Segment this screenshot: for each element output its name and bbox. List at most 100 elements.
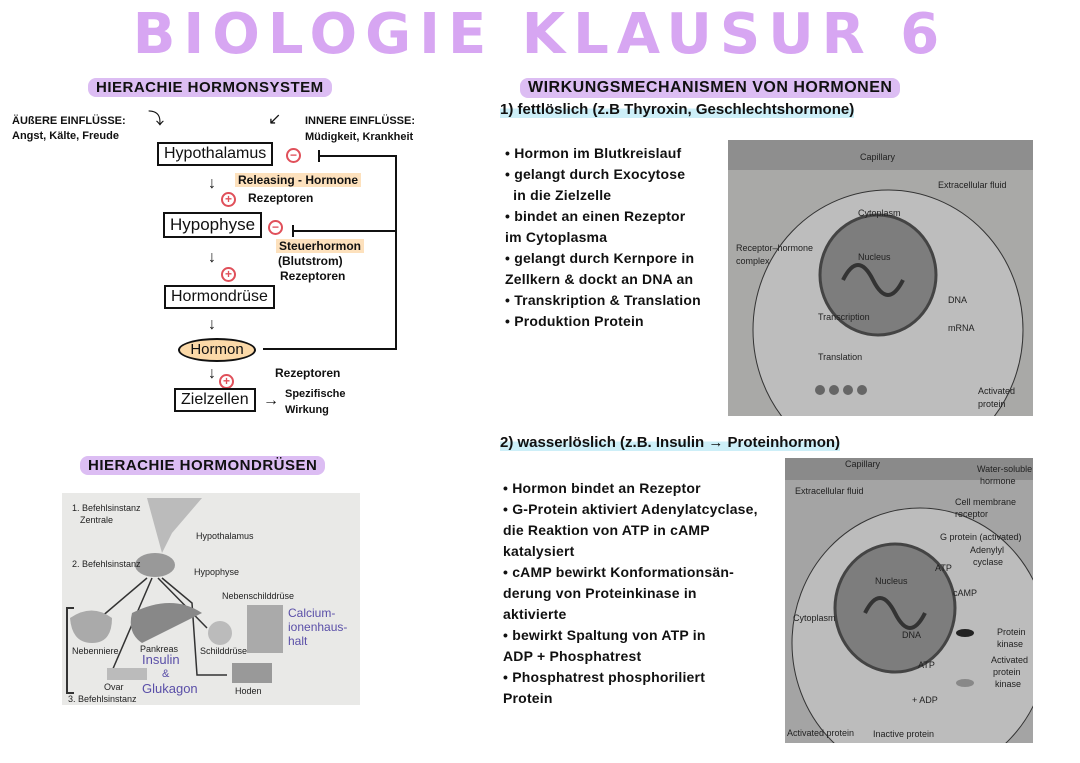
diagram-label: hormone <box>980 476 1016 486</box>
feedback-line <box>292 230 396 232</box>
diagram-label: Inactive protein <box>873 729 935 739</box>
label-releasing-hormone: Releasing - Hormone <box>235 173 362 187</box>
bullet: • bewirkt Spaltung von ATP in <box>503 627 706 643</box>
diagram-label: kinase <box>997 639 1024 649</box>
bullet: in die Zielzelle <box>505 187 612 203</box>
diagram-label: complex <box>736 256 770 266</box>
diagram-label: kinase <box>995 679 1022 689</box>
diagram-label: Activated <box>991 655 1029 665</box>
diagram-label: Nucleus <box>875 576 908 586</box>
bullet: • Phosphatrest phosphoriliert <box>503 669 706 685</box>
bullet: Zellkern & dockt an DNA an <box>505 271 694 287</box>
plus-icon: + <box>219 374 234 389</box>
diagram-label: protein <box>978 399 1006 409</box>
bullet: • Produktion Protein <box>505 313 644 329</box>
photo-label: Pankreas <box>140 644 179 654</box>
plus-icon: + <box>221 192 236 207</box>
bullet: • gelangt durch Exocytose <box>505 166 686 182</box>
bullet: derung von Proteinkinase in <box>503 585 697 601</box>
photo-label: Hypothalamus <box>196 531 254 541</box>
label-steuerhormon: Steuerhormon <box>276 239 365 253</box>
photo-label: Schilddrüse <box>200 646 248 656</box>
diagram-label: Nucleus <box>858 252 891 262</box>
diagram-label: DNA <box>948 295 968 305</box>
label-rezeptoren: Rezeptoren <box>275 366 341 380</box>
diagram-label: cyclase <box>973 557 1004 567</box>
section2-title: 2) wasserlöslich (z.B. Insulin → Protein… <box>500 434 841 451</box>
photo-label: Ovar <box>104 682 124 692</box>
bullet: im Cytoplasma <box>505 229 608 245</box>
note-insulin: Insulin <box>142 652 180 667</box>
bullet: • Hormon bindet an Rezeptor <box>503 480 701 496</box>
diagram-label: DNA <box>902 630 922 640</box>
inhibit-bar <box>292 225 294 237</box>
diagram-label: Water-soluble <box>977 464 1033 474</box>
node-hormondruese: Hormondrüse <box>164 285 275 309</box>
diagram-label: mRNA <box>948 323 975 333</box>
diagram-label: Transcription <box>818 312 870 322</box>
arrow-outer-icon: ⤵ <box>148 111 165 128</box>
label-blutstrom: (Blutstrom) <box>278 254 343 268</box>
diagram-label: receptor <box>955 509 989 519</box>
diagram-label: ATP <box>935 563 952 573</box>
section2-bullets: • Hormon bindet an Rezeptor • G-Protein … <box>503 478 758 709</box>
diagram-label: Capillary <box>860 152 896 162</box>
inner-influences-items: Müdigkeit, Krankheit <box>305 131 414 143</box>
lipid-soluble-diagram: Capillary Extracellular fluid Cytoplasm … <box>728 140 1033 416</box>
glands-illustration <box>66 498 283 694</box>
node-hypothalamus: Hypothalamus <box>157 142 274 166</box>
cell-illustration <box>785 458 1033 743</box>
bullet: • Transkription & Translation <box>505 292 701 308</box>
diagram-label: G protein (activated) <box>940 532 1022 542</box>
label-wirkung: Wirkung <box>285 404 329 416</box>
minus-icon: − <box>286 148 301 163</box>
diagram-label: Extracellular fluid <box>795 486 864 496</box>
node-hormon: Hormon <box>178 338 256 362</box>
photo-label: Nebenschilddrüse <box>222 591 295 601</box>
hormone-glands-photo: 1. Befehlsinstanz Zentrale Hypothalamus … <box>62 493 360 705</box>
photo-label: Hoden <box>235 686 262 696</box>
diagram-label: Receptor–hormone <box>736 243 814 253</box>
minus-icon: − <box>268 220 283 235</box>
bullet: ADP + Phosphatrest <box>503 648 642 664</box>
water-soluble-diagram: Capillary Water-soluble hormone Extracel… <box>785 458 1033 743</box>
node-hypophyse: Hypophyse <box>163 212 263 238</box>
arrow-inner-icon: ↙ <box>268 111 282 128</box>
diagram-label: Adenylyl <box>970 545 1005 555</box>
heading-hormonsystem: HIERACHIE HORMONSYSTEM <box>88 78 332 97</box>
bullet: • gelangt durch Kernpore in <box>505 250 695 266</box>
diagram-label: Extracellular fluid <box>938 180 1007 190</box>
section1-title: 1) fettlöslich (z.B Thyroxin, Geschlecht… <box>500 101 855 118</box>
cell-illustration <box>728 140 1033 416</box>
diagram-label: Cell membrane <box>955 497 1017 507</box>
inhibit-bar <box>318 150 320 162</box>
arrow-down-icon: ↓ <box>208 249 216 266</box>
arrow-down-icon: ↓ <box>208 175 216 192</box>
heading-hormondruesen: HIERACHIE HORMONDRÜSEN <box>80 456 326 475</box>
diagram-label: protein <box>993 667 1021 677</box>
photo-label: Nebenniere <box>72 646 119 656</box>
feedback-line <box>318 155 397 157</box>
bullet: aktivierte <box>503 606 567 622</box>
note-calcium: Calcium-ionenhaus-halt <box>288 606 348 648</box>
diagram-label: ATP <box>918 660 935 670</box>
diagram-label: cAMP <box>953 588 978 598</box>
bullet: • cAMP bewirkt Konformationsän- <box>503 564 734 580</box>
feedback-line <box>395 155 397 349</box>
diagram-label: Translation <box>818 352 863 362</box>
page-title: BIOLOGIE KLAUSUR 6 <box>132 2 948 67</box>
photo-label: 1. Befehlsinstanz <box>72 503 141 513</box>
section1-bullets: • Hormon im Blutkreislauf • gelangt durc… <box>505 143 723 332</box>
bullet: katalysiert <box>503 543 575 559</box>
label-spezifische: Spezifische <box>285 388 346 400</box>
label-rezeptoren: Rezeptoren <box>248 191 314 205</box>
photo-label: 3. Befehlsinstanz <box>68 694 137 704</box>
heading-wirkungsmechanismen: WIRKUNGSMECHANISMEN VON HORMONEN <box>520 78 901 98</box>
photo-label: Zentrale <box>80 515 114 525</box>
inner-influences-title: INNERE EINFLÜSSE: <box>305 115 416 127</box>
arrow-down-icon: ↓ <box>208 365 216 382</box>
diagram-label: + ADP <box>912 695 938 705</box>
diagram-label: Cytoplasm <box>793 613 836 623</box>
note-glukagon: Glukagon <box>142 681 198 696</box>
bullet: • bindet an einen Rezeptor <box>505 208 686 224</box>
